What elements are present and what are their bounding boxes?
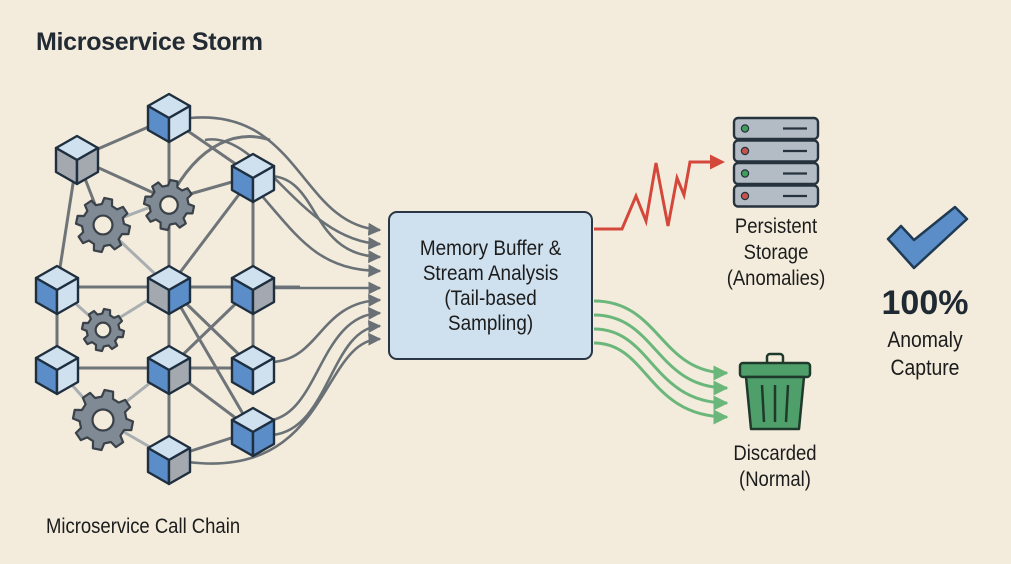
- discard-flow-line: [593, 299, 729, 381]
- trash-can-icon: [738, 352, 812, 431]
- checkmark-icon: [886, 205, 969, 270]
- capture-label-line: Capture: [890, 355, 960, 380]
- buffer-label-line: Stream Analysis: [422, 261, 559, 285]
- edge: [167, 286, 255, 432]
- inflow-line: [204, 138, 382, 250]
- buffer-label-line: Sampling): [447, 311, 534, 335]
- microservice-nodes: [34, 92, 276, 486]
- anomaly-flow-line: [594, 154, 725, 231]
- discard-label-line: (Normal): [739, 468, 811, 491]
- capture-label: Anomaly Capture: [872, 326, 978, 382]
- inflow-line: [189, 116, 382, 236]
- status-led-icon: [740, 124, 750, 133]
- gear-icon: [71, 388, 135, 452]
- status-led-icon: [740, 191, 750, 201]
- storage-label-line: (Anomalies): [726, 267, 826, 290]
- capture-label-line: Anomaly: [887, 327, 963, 352]
- microservice-cube-icon: [34, 344, 80, 396]
- server-unit: [732, 116, 820, 141]
- inflow-line: [271, 293, 382, 364]
- discard-label-line: Discarded: [733, 442, 817, 465]
- inflow-line: [187, 332, 382, 465]
- gear-icon: [80, 307, 126, 353]
- microservice-cube-icon: [146, 92, 192, 144]
- diagram-title: Microservice Storm: [36, 28, 263, 56]
- server-storage-icon: [732, 116, 820, 208]
- server-unit: [732, 139, 820, 163]
- microservice-cube-icon: [146, 344, 192, 396]
- microservice-cube-icon: [146, 434, 192, 486]
- status-led-icon: [740, 169, 750, 178]
- server-unit: [732, 161, 820, 186]
- microservice-cube-icon: [230, 406, 276, 458]
- inbound-flows: [187, 116, 382, 465]
- buffer-label: Memory Buffer & Stream Analysis (Tail-ba…: [420, 236, 561, 336]
- buffer-label-line: Memory Buffer &: [419, 236, 562, 260]
- microservice-cube-icon: [146, 264, 192, 316]
- microservice-cube-icon: [54, 134, 100, 186]
- microservice-cube-icon: [230, 152, 276, 204]
- memory-buffer-box: Memory Buffer & Stream Analysis (Tail-ba…: [388, 211, 593, 360]
- storage-label-line: Storage: [743, 241, 809, 264]
- discard-flow-line: [593, 341, 729, 425]
- edge: [167, 135, 271, 201]
- gear-icon: [74, 196, 132, 254]
- inflow-line: [271, 174, 382, 264]
- inflow-line: [261, 195, 382, 278]
- discard-label: Discarded (Normal): [713, 441, 836, 493]
- discard-flow-line: [593, 327, 729, 411]
- inflow-line: [271, 319, 382, 437]
- discard-flow-line: [593, 313, 729, 396]
- microservice-cube-icon: [230, 264, 276, 316]
- storage-label: Persistent Storage (Anomalies): [709, 214, 843, 292]
- storage-label-line: Persistent: [734, 215, 818, 238]
- status-led-icon: [740, 146, 750, 156]
- inflow-line: [271, 306, 382, 422]
- microservice-cube-icon: [34, 264, 80, 316]
- gear-icon: [142, 178, 196, 232]
- gear-group: [71, 178, 196, 452]
- buffer-label-line: (Tail-based: [444, 286, 537, 310]
- capture-percent: 100%: [881, 284, 969, 322]
- discard-flows: [593, 299, 729, 425]
- server-unit: [732, 184, 820, 208]
- call-chain-label: Microservice Call Chain: [46, 515, 241, 538]
- microservice-cube-icon: [230, 344, 276, 396]
